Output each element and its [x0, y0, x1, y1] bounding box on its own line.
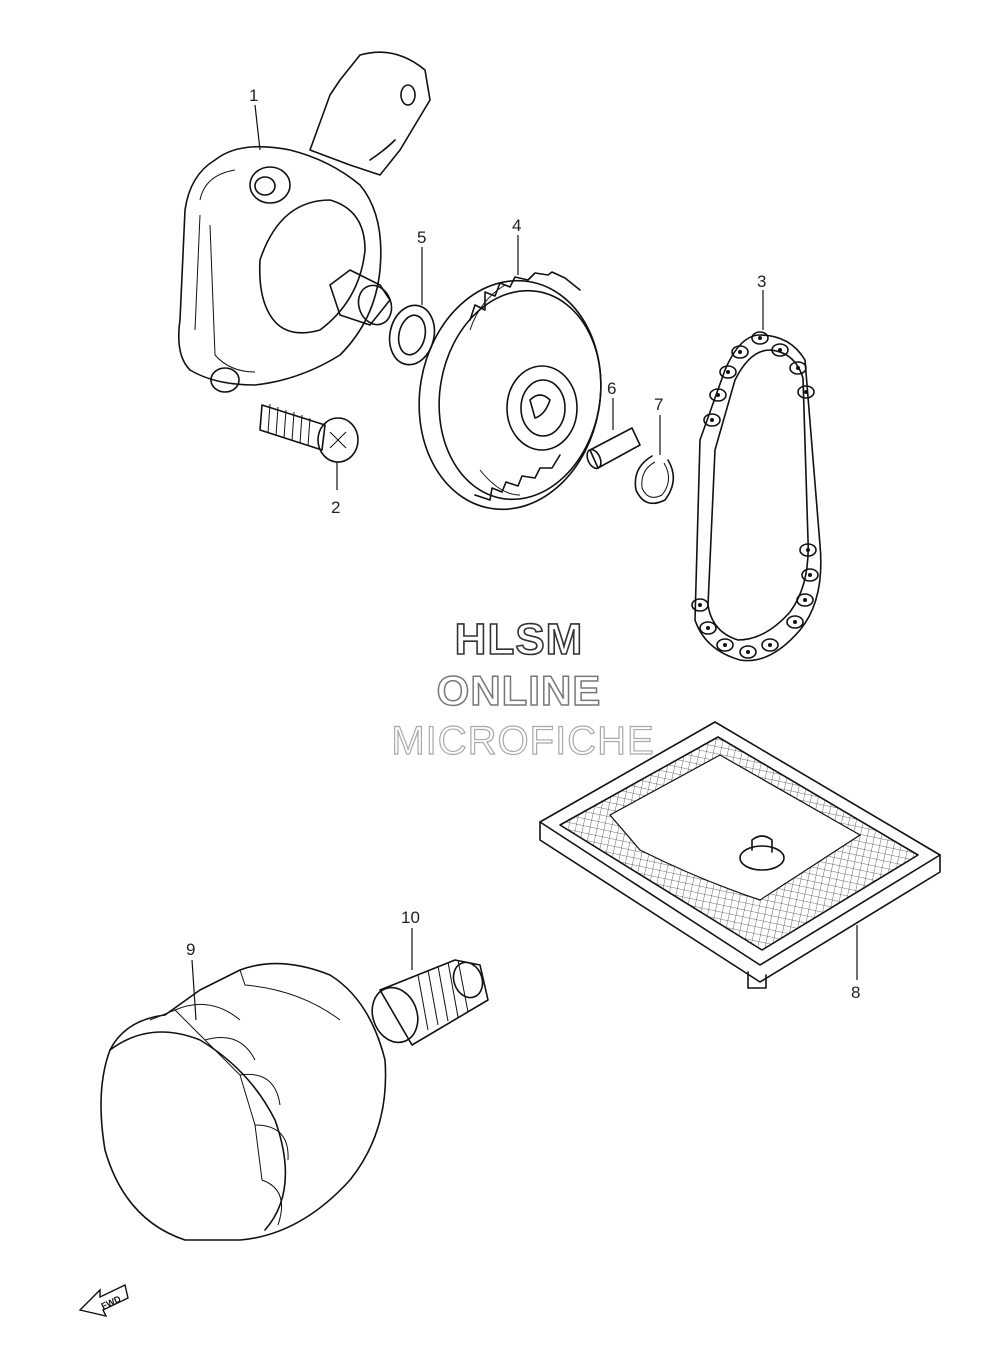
- chain-pin: [716, 393, 720, 397]
- arrow-left-icon: [78, 1283, 129, 1318]
- oil-strainer: [539, 721, 941, 989]
- chain-link: [716, 638, 734, 652]
- callout-10: 10: [401, 908, 420, 927]
- chain-pin: [806, 548, 810, 552]
- chain-link: [761, 638, 779, 652]
- chain-link: [797, 385, 815, 399]
- watermark-line-1: HLSM: [455, 615, 584, 664]
- oil-filter: [100, 962, 387, 1241]
- callout-4: 4: [512, 216, 521, 235]
- chain-link: [719, 365, 737, 379]
- chain-pin: [768, 643, 772, 647]
- circlip: [634, 455, 675, 505]
- leader-lines: [191, 104, 858, 1021]
- chain-links: [691, 331, 819, 659]
- chain-link: [796, 593, 814, 607]
- callout-9: 9: [186, 940, 195, 959]
- callout-3: 3: [757, 272, 766, 291]
- callout-7: 7: [654, 395, 663, 414]
- chain-pin: [746, 650, 750, 654]
- chain-pin: [706, 626, 710, 630]
- chain-pin: [758, 336, 762, 340]
- chain-pin: [793, 620, 797, 624]
- pin: [586, 427, 641, 470]
- chain-pin: [796, 366, 800, 370]
- chain-pin: [738, 350, 742, 354]
- chain-link: [731, 345, 749, 359]
- pump-mounting-bolt: [259, 403, 359, 463]
- fwd-arrow: FWD: [78, 1283, 129, 1318]
- chain-pin: [804, 390, 808, 394]
- chain-link: [789, 361, 807, 375]
- union-bolt: [371, 959, 489, 1046]
- chain-link: [709, 388, 727, 402]
- callout-1: 1: [249, 86, 258, 105]
- oil-pump-body: [177, 51, 431, 393]
- chain-link: [771, 343, 789, 357]
- watermark-line-3: MICROFICHE: [391, 719, 654, 763]
- chain-link: [691, 598, 709, 612]
- callout-5: 5: [417, 228, 426, 247]
- chain-pin: [778, 348, 782, 352]
- chain-link: [786, 615, 804, 629]
- callout-6: 6: [607, 379, 616, 398]
- chain-link: [751, 331, 769, 345]
- chain-link: [739, 645, 757, 659]
- chain-pin: [726, 370, 730, 374]
- chain-pin: [803, 598, 807, 602]
- washer: [388, 304, 436, 366]
- callout-8: 8: [851, 983, 860, 1002]
- watermark-line-2: ONLINE: [437, 667, 602, 714]
- chain-pin: [710, 418, 714, 422]
- chain-pin: [808, 573, 812, 577]
- chain-link: [703, 413, 721, 427]
- chain-link: [699, 621, 717, 635]
- callout-2: 2: [331, 498, 340, 517]
- drive-chain: [691, 331, 822, 662]
- chain-link: [799, 543, 817, 557]
- chain-pin: [723, 643, 727, 647]
- chain-pin: [698, 603, 702, 607]
- chain-link: [801, 568, 819, 582]
- pump-driven-gear: [418, 271, 602, 511]
